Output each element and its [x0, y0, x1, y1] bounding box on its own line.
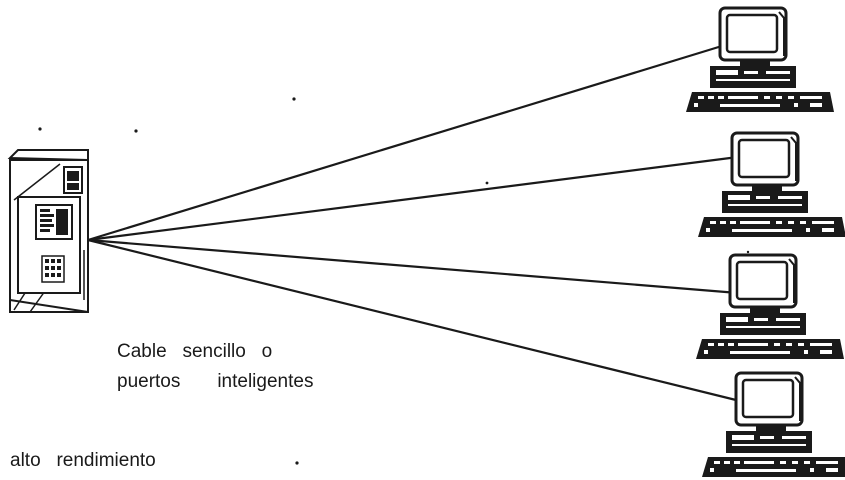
caption-line-2: puertos inteligentes [117, 371, 314, 392]
computer-terminal-icon [700, 371, 845, 479]
cable-to-terminal-3 [87, 238, 739, 295]
scan-specks [38, 97, 750, 465]
cable-to-terminal-1 [87, 40, 736, 242]
cable-to-terminal-4 [87, 238, 741, 403]
computer-terminal-icon [694, 253, 845, 361]
computer-terminal-icon [684, 6, 836, 114]
server-icon [7, 149, 89, 313]
computer-terminal-icon [696, 131, 845, 239]
caption-line-1: Cable sencillo o [117, 341, 273, 362]
connection-lines [87, 40, 741, 403]
cable-to-terminal-2 [87, 155, 739, 242]
caption-line-3: alto rendimiento [10, 450, 156, 471]
